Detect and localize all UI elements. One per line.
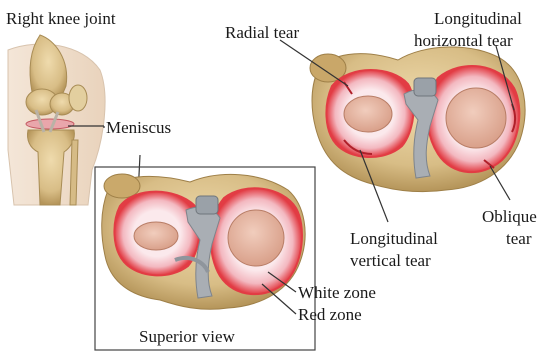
meniscus-label: Meniscus — [106, 118, 171, 137]
longitudinal-horizontal-label-1: Longitudinal — [434, 9, 522, 28]
radial-tear-label: Radial tear — [225, 23, 299, 42]
superior-view-label: Superior view — [139, 327, 236, 346]
patella — [69, 85, 87, 111]
oblique-tear-label-1: Oblique — [482, 207, 537, 226]
fibula-bone — [70, 140, 78, 205]
longitudinal-vertical-label-1: Longitudinal — [350, 229, 438, 248]
red-zone-label: Red zone — [298, 305, 362, 324]
white-zone-label: White zone — [298, 283, 376, 302]
knee-joint-illustration — [8, 35, 105, 205]
knee-meniscus — [26, 119, 74, 129]
superior-view-illustration — [102, 174, 305, 309]
title-label: Right knee joint — [6, 9, 116, 28]
longitudinal-horizontal-label-2: horizontal tear — [414, 31, 513, 50]
longitudinal-vertical-label-2: vertical tear — [350, 251, 431, 270]
oblique-tear-label-2: tear — [506, 229, 532, 248]
